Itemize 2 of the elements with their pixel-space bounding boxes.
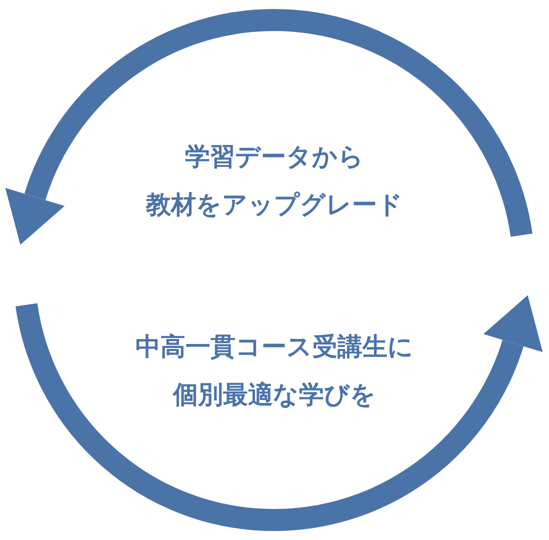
- caption-text: 中高一貫コース受講生に個別最適な学びを: [134, 331, 414, 411]
- caption-text: 学習データから教材をアップグレード: [144, 141, 404, 221]
